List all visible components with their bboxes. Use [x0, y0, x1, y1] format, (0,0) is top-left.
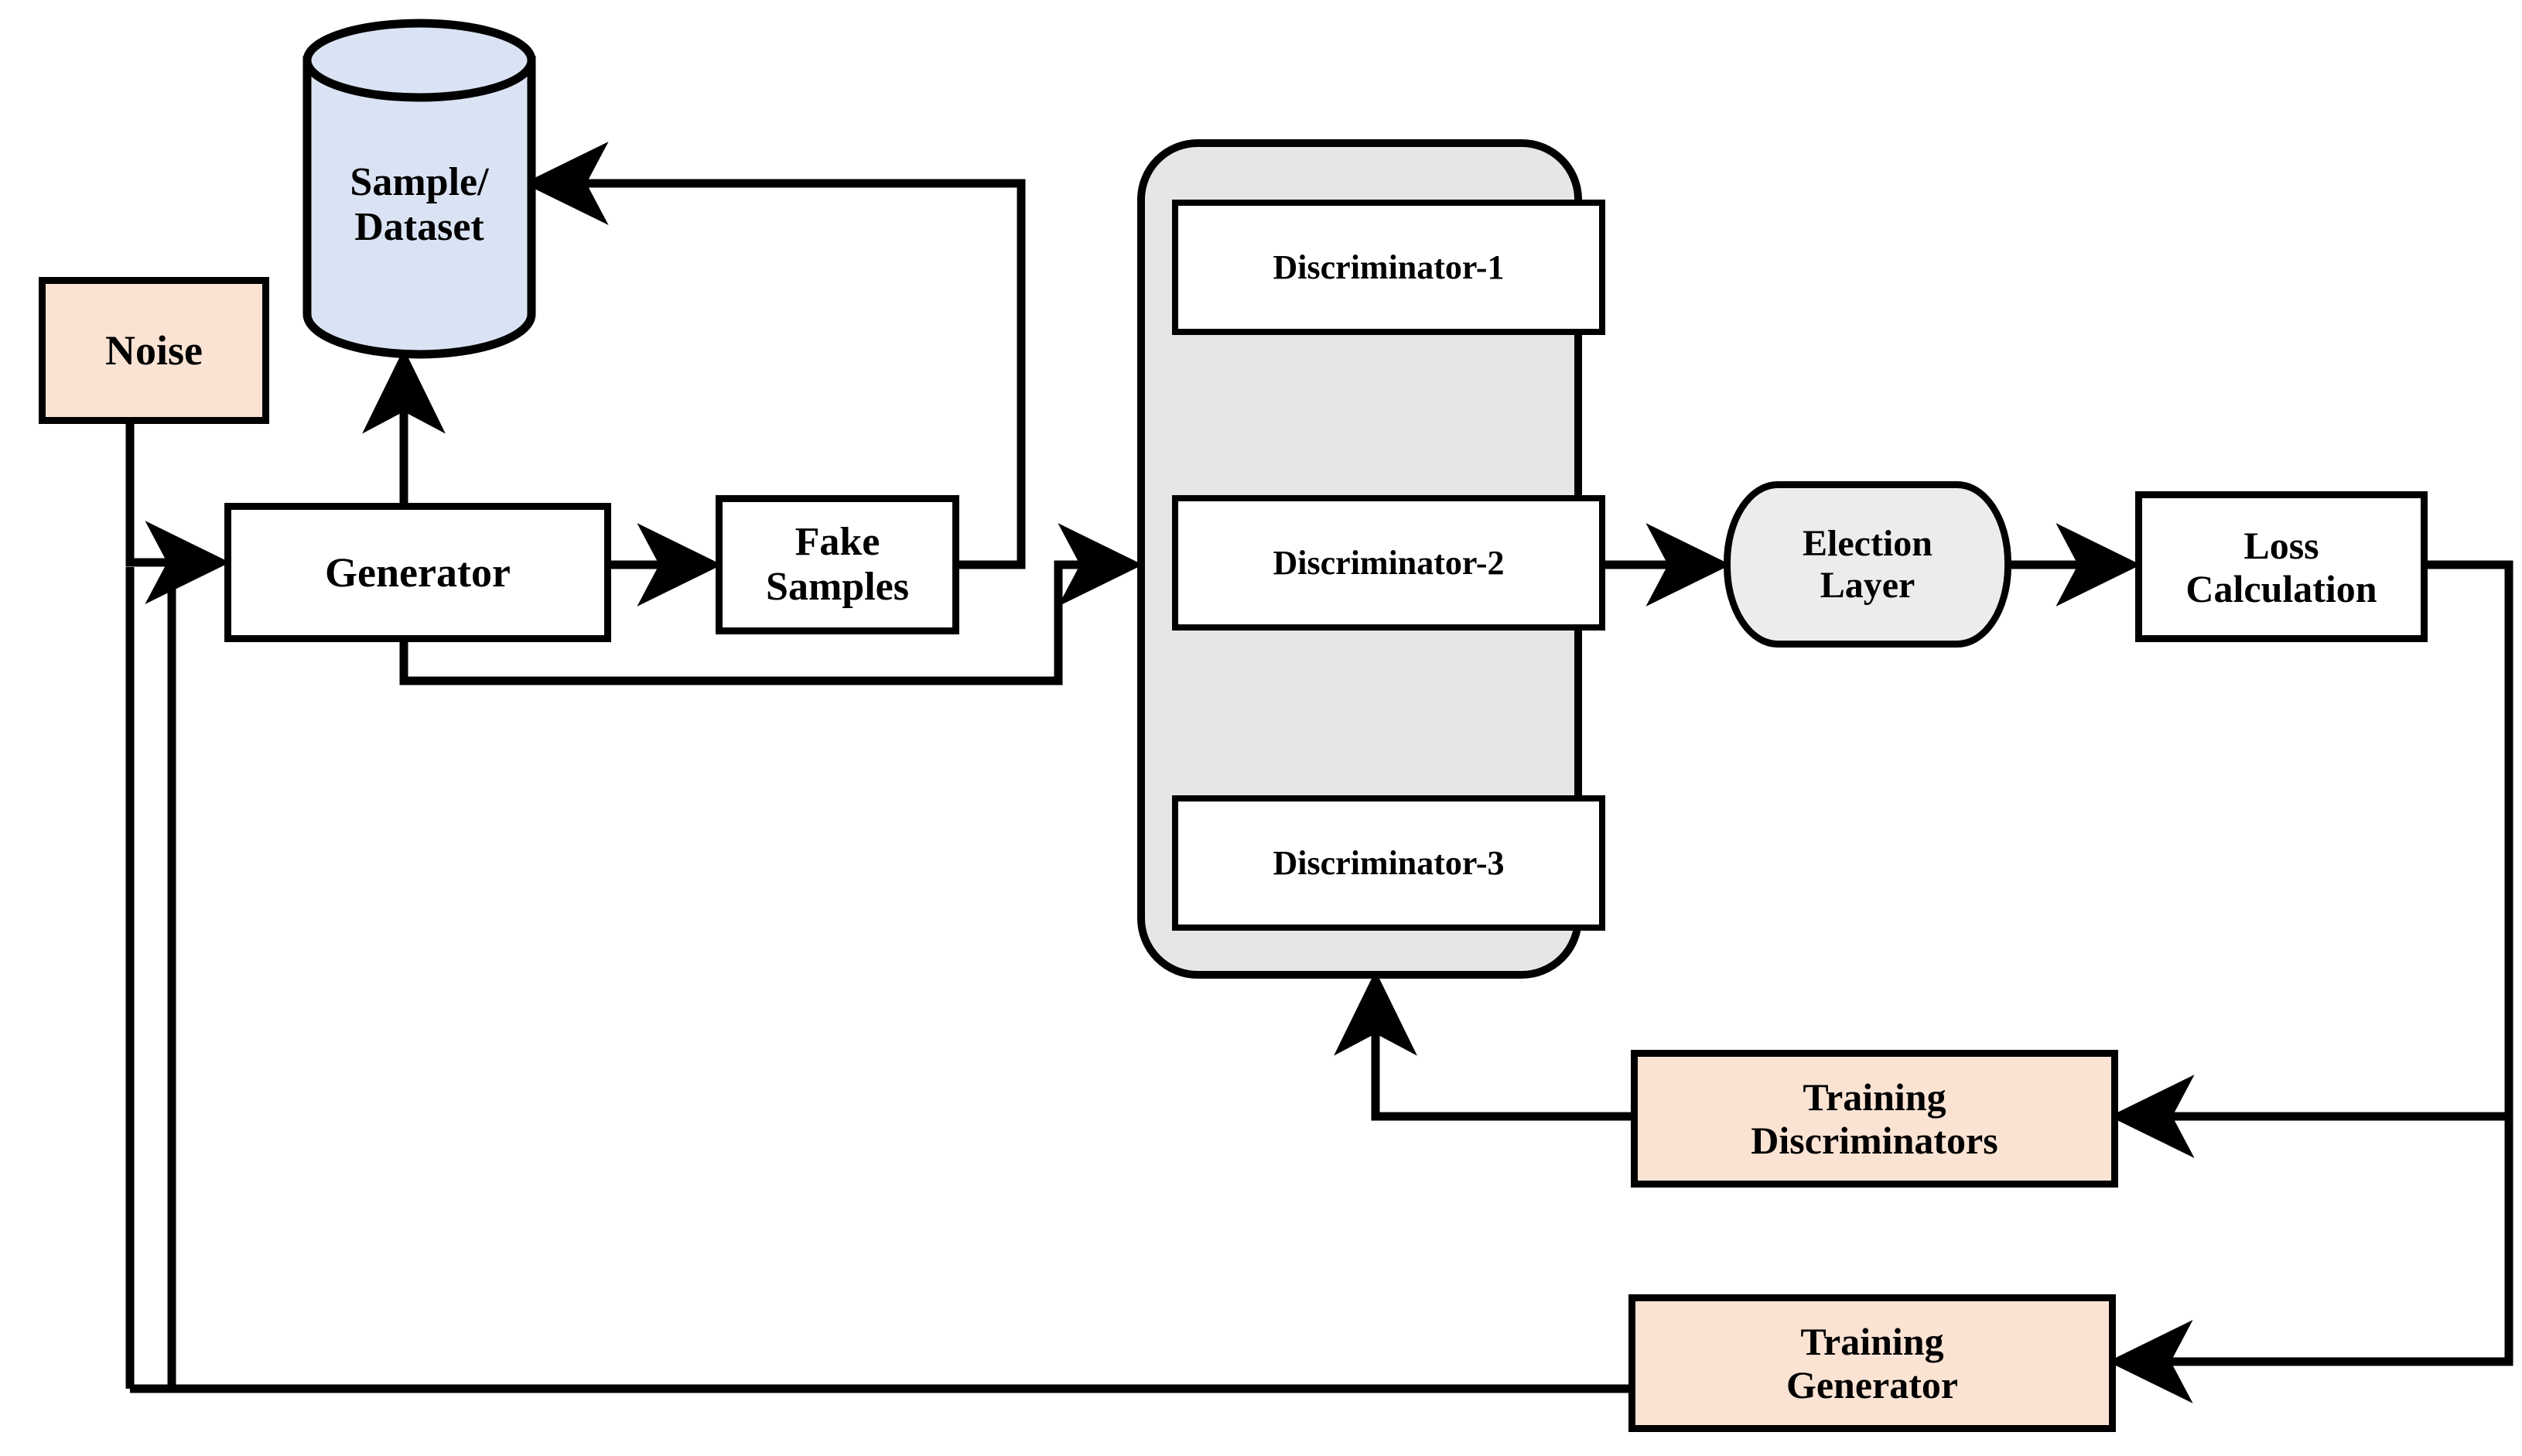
node-training-generator-label-line2: Generator: [1786, 1363, 1959, 1406]
node-election-layer-label-line2: Layer: [1820, 564, 1915, 606]
edge-noise-to-generator: [125, 424, 231, 604]
node-sample-dataset-label-line2: Dataset: [354, 205, 484, 249]
edge-training-discriminators-to-group: [1334, 970, 1631, 1121]
node-fake-samples[interactable]: Fake Samples: [716, 495, 959, 634]
node-sample-dataset-label-line1: Sample/: [350, 159, 489, 204]
node-training-discriminators[interactable]: Training Discriminators: [1631, 1050, 2118, 1188]
node-discriminator-3-label: Discriminator-3: [1273, 843, 1505, 882]
node-discriminator-3[interactable]: Discriminator-3: [1172, 795, 1605, 931]
node-generator-label: Generator: [325, 549, 511, 596]
node-noise[interactable]: Noise: [39, 277, 269, 424]
sample-dataset-cylinder: [302, 19, 536, 359]
node-training-generator-label-line1: Training: [1800, 1320, 1944, 1363]
node-training-discriminators-label-line1: Training: [1803, 1075, 1946, 1119]
edge-loss-to-training-discriminators: [2109, 560, 2513, 1158]
edge-loss-to-training-generator: [2107, 1116, 2513, 1403]
node-election-layer[interactable]: Election Layer: [1724, 481, 2011, 648]
node-training-discriminators-label-line2: Discriminators: [1751, 1119, 1998, 1162]
node-loss-calculation-label-line2: Calculation: [2185, 566, 2377, 610]
node-generator[interactable]: Generator: [224, 503, 611, 642]
node-fake-samples-label-line1: Fake: [795, 519, 880, 564]
node-election-layer-label-line1: Election: [1803, 522, 1933, 564]
node-discriminator-1-label: Discriminator-1: [1273, 248, 1505, 286]
node-discriminator-2[interactable]: Discriminator-2: [1172, 495, 1605, 631]
node-sample-dataset[interactable]: Sample/ Dataset: [303, 135, 535, 275]
node-noise-label: Noise: [105, 326, 203, 374]
node-loss-calculation-label-line1: Loss: [2243, 523, 2319, 567]
edge-generator-to-discriminators: [399, 523, 1143, 685]
node-training-generator[interactable]: Training Generator: [1628, 1294, 2116, 1432]
node-discriminator-1[interactable]: Discriminator-1: [1172, 200, 1605, 335]
node-fake-samples-label-line2: Samples: [766, 565, 909, 609]
node-loss-calculation[interactable]: Loss Calculation: [2135, 491, 2428, 642]
node-discriminator-2-label: Discriminator-2: [1273, 543, 1505, 582]
edge-fake-samples-to-sample: [523, 142, 1026, 569]
